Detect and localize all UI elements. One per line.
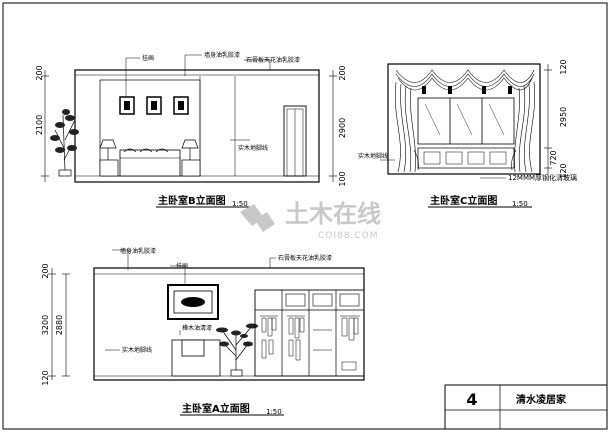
- label-skirting-c: 实木地脚线: [358, 152, 388, 160]
- title-view-b: 主卧室B立面图: [158, 194, 226, 207]
- label-wall-paint-a: 墙身油乳胶漆: [120, 247, 156, 255]
- label-hanging-picture-a: 挂画: [176, 262, 188, 270]
- dim-a-total: 3200: [41, 315, 50, 335]
- dim-c-main: 2950: [559, 107, 568, 127]
- elevation-view-c: 120 2950 720 120 实木地脚线 12MMM厚钢化清玻璃 主卧室C立…: [358, 59, 577, 208]
- title-view-a: 主卧室A立面图: [182, 402, 250, 415]
- window-c: [417, 97, 515, 169]
- dim-c-top: 120: [559, 59, 568, 74]
- label-skirting-a: 实木地脚线: [122, 346, 152, 354]
- elevation-view-b: 200 2100 200 2900 100 挂画 墙身油乳胶漆 石膏板天花油乳胶…: [35, 51, 347, 208]
- label-wall-paint-b: 墙身油乳胶漆: [204, 51, 240, 59]
- label-skirting-b: 实木地脚线: [238, 144, 268, 152]
- hanging-pictures-b: [119, 96, 189, 115]
- title-block: 4 清水凌居家: [444, 384, 608, 430]
- dim-b-right-main: 2900: [338, 118, 347, 138]
- dim-b-right-top: 200: [338, 65, 347, 80]
- potted-plant-a: [216, 323, 258, 377]
- watermark-sub: COI88.COM: [318, 231, 378, 241]
- watermark: 土木在线 COI88.COM: [240, 200, 381, 241]
- scale-view-b: 1:50: [232, 200, 248, 208]
- label-wood-veneer-a: 樺木油清漆: [182, 324, 212, 332]
- dim-a-bottom: 120: [41, 370, 50, 385]
- label-ceiling-paint-b: 石膏板天花油乳胶漆: [246, 56, 300, 64]
- bed-b: [119, 148, 181, 177]
- label-hanging-picture-b: 挂画: [142, 54, 154, 62]
- bedside-lamps-b: [99, 139, 201, 177]
- project-name: 清水凌居家: [516, 393, 567, 406]
- watermark-main: 土木在线: [285, 200, 381, 228]
- door-b: [283, 105, 307, 177]
- dim-a-main: 2880: [55, 315, 64, 335]
- hanging-picture-a: [167, 284, 219, 320]
- potted-plant-b: [50, 109, 79, 177]
- dim-c-bottom: 120: [559, 163, 568, 178]
- elevation-view-a: 200 3200 2880 120 墙身油乳胶漆 挂画 石膏板天花油乳胶漆 樺木…: [41, 247, 365, 416]
- label-ceiling-paint-a: 石膏板天花油乳胶漆: [278, 254, 332, 262]
- dimensions-b: [41, 70, 337, 182]
- dim-a-top: 200: [41, 263, 50, 278]
- dim-b-left-top: 200: [35, 65, 44, 80]
- dim-c-sill: 720: [549, 150, 558, 165]
- scale-view-a: 1:50: [266, 408, 282, 416]
- dim-b-right-bottom: 100: [338, 171, 347, 186]
- wardrobe-a: [254, 289, 365, 377]
- curtains-c: [395, 69, 535, 173]
- title-view-c: 主卧室C立面图: [430, 194, 497, 207]
- label-glass-c: 12MMM厚钢化清玻璃: [508, 173, 577, 182]
- dim-b-left-main: 2100: [35, 115, 44, 135]
- sheet-number: 4: [466, 390, 477, 409]
- tv-cabinet-a: [171, 339, 221, 377]
- scale-view-c: 1:50: [512, 200, 528, 208]
